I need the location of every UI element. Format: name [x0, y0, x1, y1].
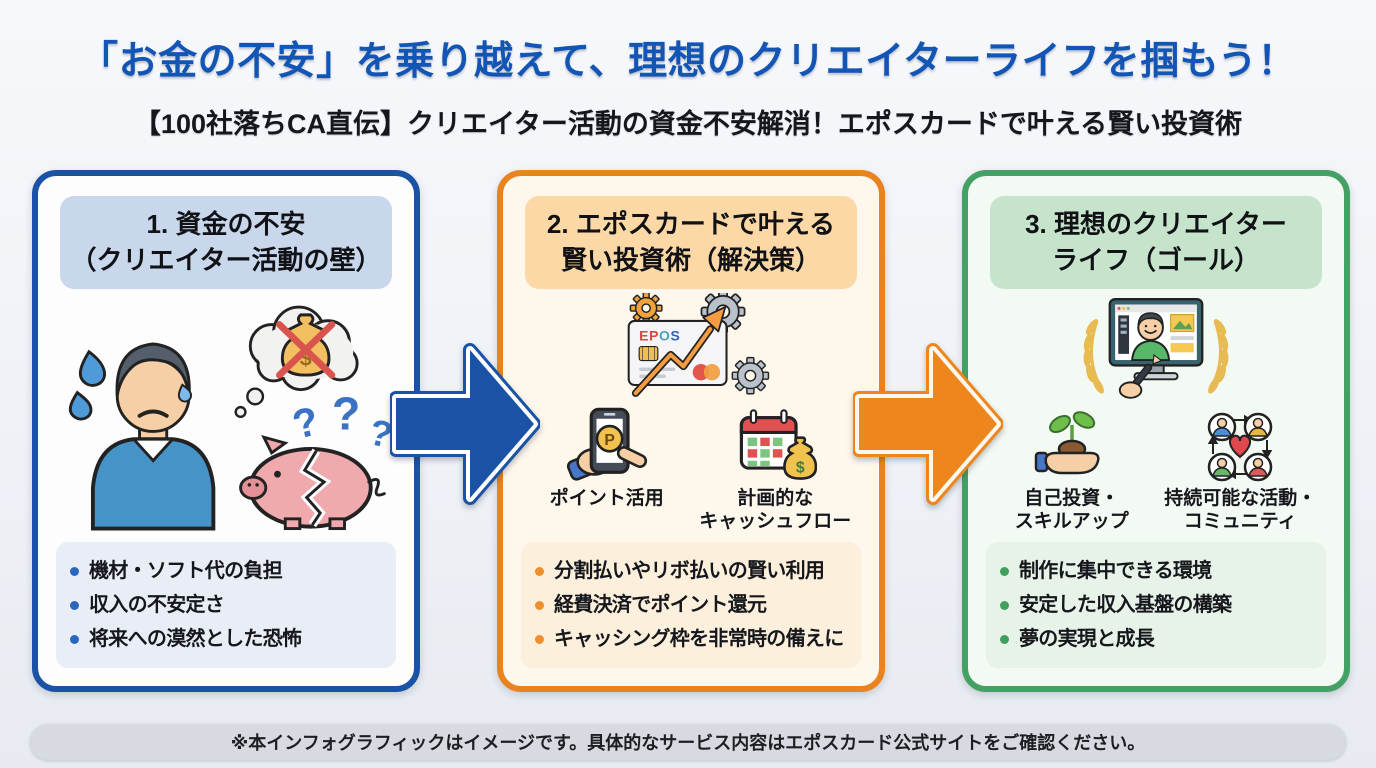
bullet-item: 機材・ソフト代の負担 [70, 554, 382, 588]
question-marks-icon: ? ? ? [288, 387, 396, 456]
svg-text:P: P [604, 432, 615, 449]
footer-disclaimer-text: ※本インフォグラフィックはイメージです。具体的なサービス内容はエポスカード公式サ… [230, 733, 1146, 753]
page-title: 「お金の不安」を乗り越えて、理想のクリエイターライフを掴もう！ [79, 40, 1297, 83]
panel-3-title-line2: ライフ（ゴール） [1051, 245, 1260, 276]
panel-2-title: 2. エポスカードで叶える 賢い投資術（解決策） [525, 196, 857, 289]
point-usage-item: P ポイント活用 [529, 403, 685, 535]
mastercard-icon [692, 363, 721, 381]
panel-1-title: 1. 資金の不安 （クリエイター活動の壁） [60, 196, 392, 289]
panel-epos-solution: 2. エポスカードで叶える 賢い投資術（解決策） [497, 170, 885, 692]
cashflow-item: $ 計画的な キャッシュフロー [697, 403, 853, 535]
panel-3-illustration: 自己投資・ スキルアップ [968, 293, 1344, 534]
avatar-icon [1207, 412, 1273, 481]
creator-avatar-icon [1131, 312, 1171, 361]
growth-arrow-icon [631, 305, 727, 397]
bullet-item: キャッシング枠を非常時の備えに [535, 622, 847, 656]
panel-2-title-line1: 2. エポスカードで叶える [546, 209, 836, 239]
panel-1-title-line1: 1. 資金の不安 [146, 209, 306, 239]
panel-2-title-line2: 賢い投資術（解決策） [560, 245, 821, 276]
self-investment-item: 自己投資・ スキルアップ [994, 407, 1150, 535]
point-coin-icon: P [595, 424, 624, 453]
no-money-thought-bubble-icon: $ [234, 305, 359, 418]
sweat-drops-icon [68, 349, 107, 421]
bullet-item: 制作に集中できる環境 [1000, 554, 1312, 588]
flow-arrow-blue-icon [390, 343, 540, 505]
creator-monitor-icon [1108, 297, 1204, 381]
community-item: 持続可能な活動・ コミュニティ [1162, 407, 1318, 535]
bullet-text: 分割払いやリボ払いの賢い利用 [554, 560, 825, 582]
bullet-item: 経費決済でポイント還元 [535, 588, 847, 622]
bullet-dot [1000, 567, 1009, 576]
bullet-item: 将来への漠然とした恐怖 [70, 622, 382, 656]
panel-funding-anxiety: 1. 資金の不安 （クリエイター活動の壁） [32, 170, 420, 692]
bullet-text: キャッシング枠を非常時の備えに [554, 628, 844, 650]
gear-icon [731, 356, 770, 395]
panel-3-caption-row: 自己投資・ スキルアップ [968, 407, 1344, 535]
bullet-item: 分割払いやリボ払いの賢い利用 [535, 554, 847, 588]
money-bag-icon: $ [783, 435, 818, 480]
panel-1-illustration: $ ? ? ? [38, 293, 414, 534]
bullet-dot [70, 601, 79, 610]
bullet-dot [535, 567, 544, 576]
panel-3-title-line1: 3. 理想のクリエイター [1025, 209, 1287, 239]
gear-icon [629, 292, 663, 325]
panel-2-caption-row: P ポイント活用 [503, 403, 879, 535]
bullet-item: 夢の実現と成長 [1000, 622, 1312, 656]
community-cycle-icon [1207, 412, 1273, 481]
footer-disclaimer-bar: ※本インフォグラフィックはイメージです。具体的なサービス内容はエポスカード公式サ… [30, 724, 1346, 760]
bullet-text: 機材・ソフト代の負担 [89, 560, 283, 582]
point-phone-icon: P [566, 407, 647, 481]
calendar-cashflow-icon: $ [740, 408, 818, 480]
page-subtitle: 【100社落ちCA直伝】クリエイター活動の資金不安解消！エポスカードで叶える賢い… [133, 109, 1243, 139]
bullet-dot [1000, 601, 1009, 610]
laurel-wreath-icon [1083, 318, 1229, 394]
header: 「お金の不安」を乗り越えて、理想のクリエイターライフを掴もう！ 【100社落ちC… [0, 0, 1376, 141]
pointing-finger-icon [616, 445, 647, 468]
bullet-text: 制作に集中できる環境 [1019, 560, 1212, 582]
bullet-dot [1000, 635, 1009, 644]
bullet-item: 安定した収入基盤の構築 [1000, 588, 1312, 622]
broken-piggy-bank-icon [239, 434, 386, 530]
svg-text:?: ? [288, 397, 323, 448]
bullet-dot [535, 635, 544, 644]
bullet-dot [70, 567, 79, 576]
caption-planned-cashflow: 計画的な キャッシュフロー [699, 487, 852, 533]
svg-text:$: $ [796, 459, 805, 476]
stylus-hand-icon [1118, 353, 1163, 399]
svg-text:?: ? [332, 387, 360, 439]
caption-point-usage: ポイント活用 [549, 487, 664, 509]
bullet-text: 将来への漠然とした恐怖 [89, 628, 302, 650]
panel-2-bullet-box: 分割払いやリボ払いの賢い利用 経費決済でポイント還元 キャッシング枠を非常時の備… [521, 542, 861, 668]
bullet-dot [535, 601, 544, 610]
worried-person-icon [90, 342, 216, 531]
flow-arrow-orange-icon [853, 343, 1003, 505]
panel-1-title-line2: （クリエイター活動の壁） [70, 245, 382, 276]
epos-card-growth-icon: EPOS [627, 292, 770, 397]
bullet-text: 経費決済でポイント還元 [554, 594, 767, 616]
panel-1-bullet-box: 機材・ソフト代の負担 収入の不安定さ 将来への漠然とした恐怖 [56, 542, 396, 668]
caption-community: 持続可能な活動・ コミュニティ [1164, 487, 1317, 533]
panel-3-title: 3. 理想のクリエイター ライフ（ゴール） [990, 196, 1322, 289]
calendar-grid [747, 437, 783, 466]
bullet-text: 夢の実現と成長 [1019, 628, 1155, 650]
open-hand-icon [1044, 451, 1100, 474]
heart-icon [1229, 434, 1252, 458]
red-x-icon [276, 320, 336, 379]
bullet-text: 収入の不安定さ [89, 594, 225, 616]
caption-self-investment: 自己投資・ スキルアップ [1014, 487, 1129, 533]
epos-logo: EPOS [639, 328, 680, 344]
panel-ideal-creator-life: 3. 理想のクリエイター ライフ（ゴール） [962, 170, 1350, 692]
self-investment-sprout-icon [1034, 410, 1100, 474]
bullet-dot [70, 635, 79, 644]
bullet-text: 安定した収入基盤の構築 [1019, 594, 1232, 616]
panel-2-illustration: EPOS [503, 292, 879, 535]
bullet-item: 収入の不安定さ [70, 588, 382, 622]
panel-3-bullet-box: 制作に集中できる環境 安定した収入基盤の構築 夢の実現と成長 [986, 542, 1326, 668]
worried-creator-illustration: $ ? ? ? [68, 305, 396, 531]
creator-monitor-laurel-icon [1083, 297, 1229, 399]
